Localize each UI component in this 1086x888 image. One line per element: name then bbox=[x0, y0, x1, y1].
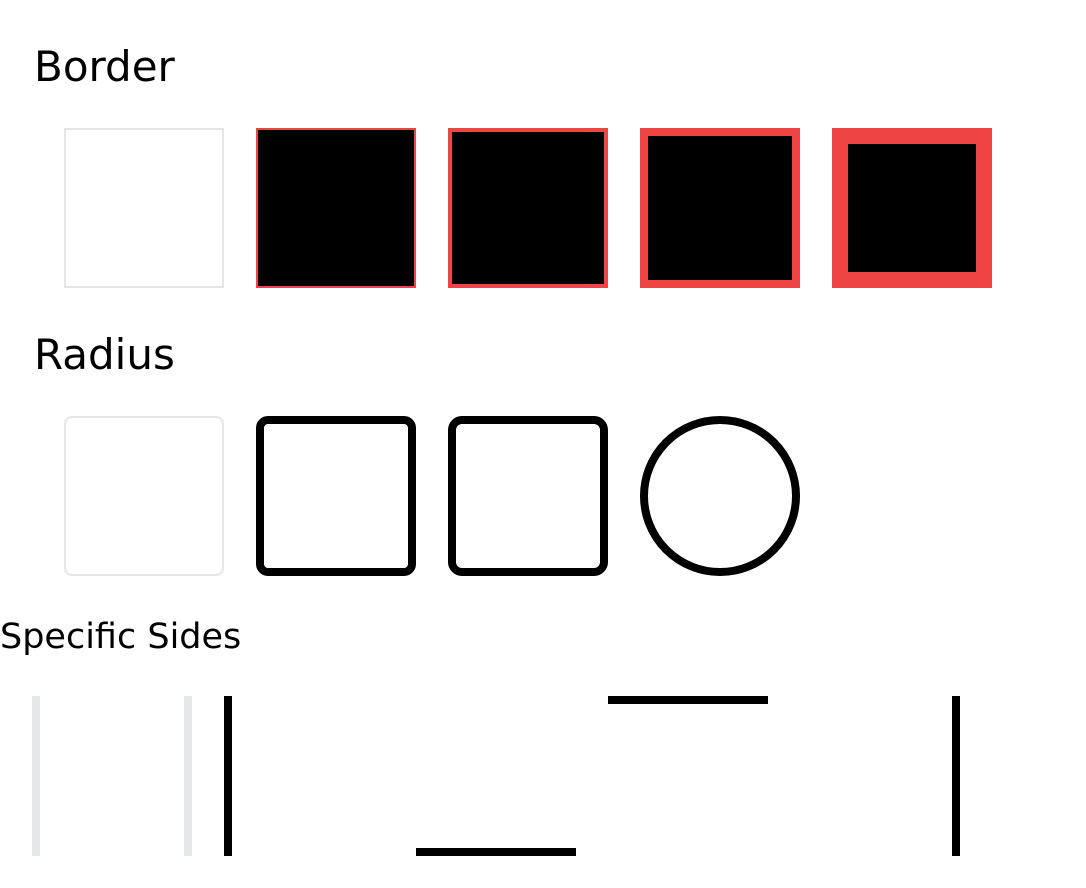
radius-demo-box-small bbox=[64, 416, 224, 576]
radius-demo-box-full bbox=[640, 416, 800, 576]
radius-demo-box-medium bbox=[256, 416, 416, 576]
border-demo-box-thick bbox=[640, 128, 800, 288]
sides-demo-box-top bbox=[608, 696, 768, 856]
sides-demo-box-left bbox=[224, 696, 384, 856]
sides-demo-box-bottom bbox=[416, 696, 576, 856]
sides-demo-box-right bbox=[800, 696, 960, 856]
border-demo-box-extra-thick bbox=[832, 128, 992, 288]
sides-demo-box-left-right bbox=[32, 696, 192, 856]
border-demo-box-none bbox=[64, 128, 224, 288]
radius-section-title: Radius bbox=[34, 330, 175, 379]
specific-sides-section-title: Specific Sides bbox=[0, 617, 242, 657]
border-demo-box-medium bbox=[448, 128, 608, 288]
border-section-title: Border bbox=[34, 42, 175, 91]
border-demo-box-thin bbox=[256, 128, 416, 288]
radius-demo-box-large bbox=[448, 416, 608, 576]
